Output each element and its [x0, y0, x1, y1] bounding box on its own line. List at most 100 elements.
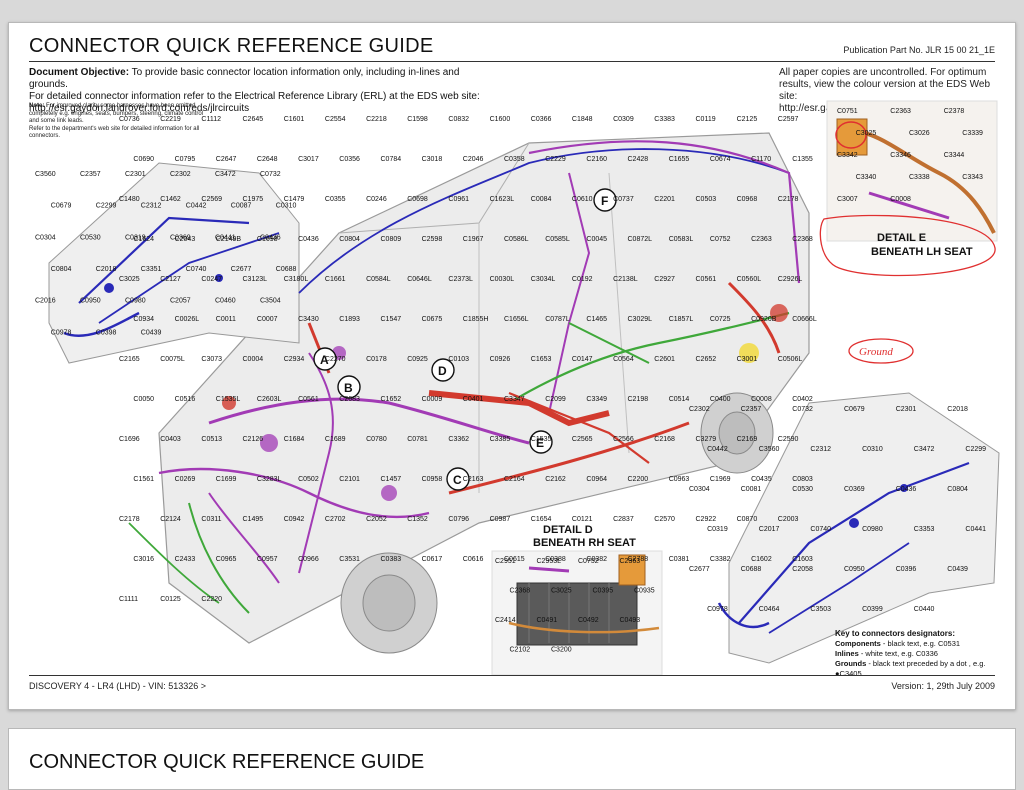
connector-label: C3017 — [298, 156, 319, 163]
connector-label: C2597 — [778, 116, 799, 123]
connector-label: C3200 — [551, 647, 572, 654]
next-page-preview: CONNECTOR QUICK REFERENCE GUIDE — [8, 728, 1016, 790]
connector-label: C2414 — [495, 617, 516, 624]
connector-label: C3025 — [856, 130, 877, 137]
connector-label: C0935 — [634, 588, 655, 595]
connector-label: C0615 — [504, 556, 525, 563]
connector-label: C0978 — [51, 329, 72, 336]
connector-label: C2162 — [545, 476, 566, 483]
connector-label: C2201 — [654, 196, 675, 203]
connector-label: C2301 — [125, 171, 146, 178]
footer-vehicle: DISCOVERY 4 - LR4 (LHD) - VIN: 513326 > — [29, 681, 206, 691]
connector-label: C1623L — [490, 196, 515, 203]
connector-label: C2554 — [325, 116, 346, 123]
note-line2: Refer to the department's web site for d… — [29, 125, 200, 140]
connector-label: C2378 — [944, 108, 965, 115]
connector-label: C0513 — [201, 436, 222, 443]
front-left-door — [48, 162, 300, 364]
connector-label: C0491 — [537, 617, 558, 624]
connector-label: C3279 — [696, 436, 717, 443]
connector-label: C2101 — [339, 476, 360, 483]
connector-label: C0583L — [669, 236, 694, 243]
connector-label: C0087 — [231, 203, 252, 210]
connector-label: C0920B — [751, 316, 777, 323]
connector-label: C2160 — [586, 156, 607, 163]
connector-label: C2565 — [572, 436, 593, 443]
connector-label: C1535 — [531, 436, 552, 443]
connector-label: C2363 — [620, 558, 641, 565]
connector-label: C0950 — [80, 298, 101, 305]
connector-label: C2165 — [119, 356, 140, 363]
connector-label: C0617 — [422, 556, 443, 563]
connector-label: C0690 — [133, 156, 154, 163]
connector-label: C3029L — [628, 316, 653, 323]
connector-label: C0679 — [844, 406, 865, 413]
connector-label: C3343 — [962, 174, 983, 181]
connector-label: C2218 — [366, 116, 387, 123]
connector-label: C0502 — [298, 476, 319, 483]
wiring-diagram: DETAIL E BENEATH LH SEAT Ground DETAIL D… — [35, 100, 1000, 676]
connector-label: C2922 — [696, 516, 717, 523]
connector-label: C2601 — [654, 356, 675, 363]
connector-label: C0103 — [448, 356, 469, 363]
ground-annotation-text: Ground — [859, 346, 893, 358]
connector-label: C0399 — [862, 606, 883, 613]
connector-label: C2590 — [778, 436, 799, 443]
connector-label: C1661 — [325, 276, 346, 283]
connector-label: C0666L — [792, 316, 817, 323]
connector-label: C0396 — [896, 566, 917, 573]
connector-label: C0004 — [243, 356, 264, 363]
connector-label: C0804 — [947, 486, 968, 493]
connector-label: C0395 — [593, 588, 614, 595]
connector-label: C0961 — [448, 196, 469, 203]
connector-label: C0121 — [572, 516, 593, 523]
connector-label: C2219 — [160, 116, 181, 123]
connector-label: C2099 — [545, 396, 566, 403]
connector-label: C0965 — [216, 556, 237, 563]
connector-label: C2016 — [35, 298, 56, 305]
connector-label: C2570 — [654, 516, 675, 523]
connector-label: C0616 — [463, 556, 484, 563]
connector-label: C0398 — [96, 329, 117, 336]
connector-label: C1624 — [133, 236, 154, 243]
connector-label: C2299 — [965, 446, 986, 453]
connector-label: C0460 — [215, 298, 236, 305]
rear-right-door — [717, 392, 1000, 664]
connector-label: C0084 — [531, 196, 552, 203]
connector-label: C3339 — [962, 130, 983, 137]
connector-label: C3338 — [909, 174, 930, 181]
connector-label: C2927 — [654, 276, 675, 283]
connector-label: C3472 — [215, 171, 236, 178]
connector-label: C0442 — [186, 203, 207, 210]
key-components-label: Components — [835, 639, 881, 648]
key-components-text: - black text, e.g. C0531 — [880, 639, 961, 648]
connector-label: C0355 — [325, 196, 346, 203]
connector-label: C0310 — [276, 203, 297, 210]
connector-label: C2677 — [231, 266, 252, 273]
connector-label: C0081 — [741, 486, 762, 493]
connector-label: C0725 — [710, 316, 731, 323]
connector-label: C0436 — [260, 234, 281, 241]
connector-label: C0934 — [133, 316, 154, 323]
connector-label: C0564 — [613, 356, 634, 363]
connector-label: C0514 — [669, 396, 690, 403]
connector-label: C2433 — [175, 556, 196, 563]
connector-label: C2124 — [160, 516, 181, 523]
connector-label: C0796 — [448, 516, 469, 523]
connector-label: C0584L — [366, 276, 391, 283]
connector-label: C1598 — [407, 116, 428, 123]
connector-label: C0311 — [201, 516, 221, 523]
connector-label: C0366 — [531, 116, 552, 123]
connector-label: C0809 — [381, 236, 402, 243]
connector-label: C0752 — [578, 558, 599, 565]
objective-url[interactable]: http://esr.gaydon.landrover.ford.com/eds… — [29, 103, 250, 114]
connector-label: C1975 — [243, 196, 264, 203]
connector-label: C1655 — [669, 156, 690, 163]
connector-label: C2566 — [613, 436, 634, 443]
connector-label: C1561 — [133, 476, 154, 483]
connector-label: C1535L — [216, 396, 241, 403]
note-text: For improved clarity some harnesses have… — [29, 103, 204, 124]
connector-label: C3382 — [710, 556, 731, 563]
connector-label: C3344 — [944, 152, 965, 159]
connector-label: C0464 — [759, 606, 780, 613]
